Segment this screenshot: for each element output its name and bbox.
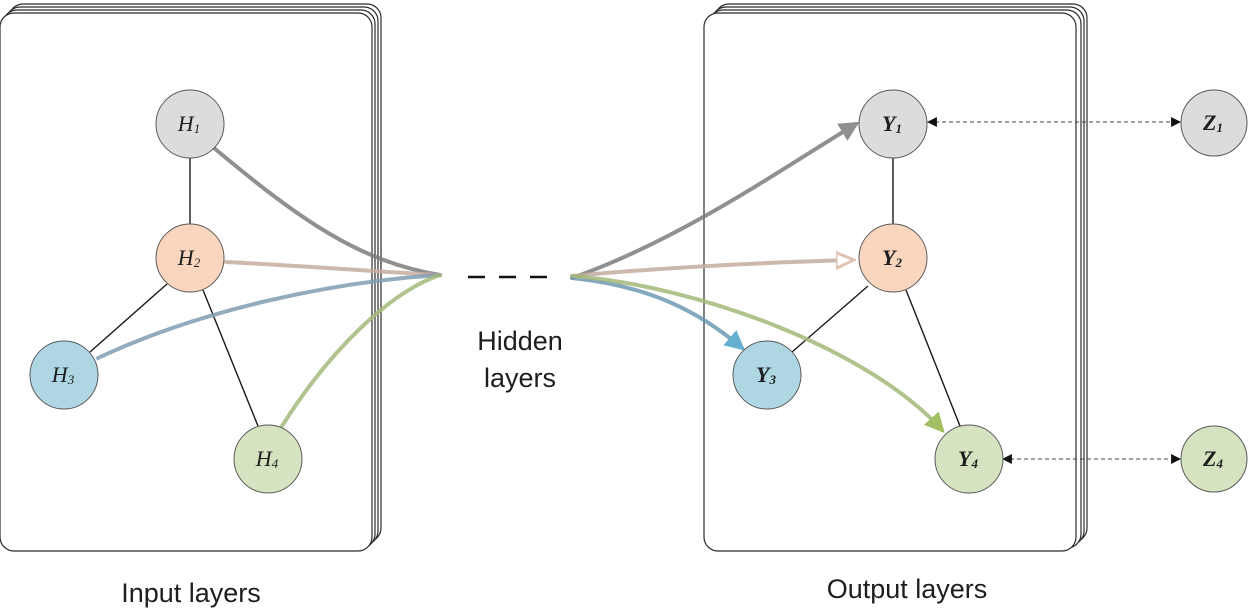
node-h1-circle (155, 89, 225, 159)
node-h4: H4 (233, 424, 303, 494)
hidden-layers-caption-line1: Hidden (477, 326, 563, 356)
input-flows (96, 146, 442, 428)
output-layers-caption: Output layers (827, 574, 988, 604)
side-links (927, 117, 1181, 464)
node-y4: Y4 (934, 424, 1004, 494)
node-h3: H3 (29, 340, 99, 410)
node-y2-label: Y2 (882, 245, 902, 270)
node-y2-circle (858, 223, 928, 293)
node-h2: H2 (155, 223, 225, 293)
flow-hidden-y4 (570, 274, 945, 433)
node-y4-circle (934, 424, 1004, 494)
node-z4: Z4 (1180, 425, 1248, 493)
node-y1: Y1 (858, 89, 928, 159)
hidden-layers-caption-line2: layers (484, 363, 556, 393)
node-z4-circle (1180, 425, 1248, 493)
node-h4-label: H4 (255, 446, 279, 471)
node-h3-label: H3 (51, 362, 75, 387)
output-flows (570, 121, 945, 433)
node-y1-label: Y1 (882, 111, 902, 136)
node-y2: Y2 (858, 223, 928, 293)
flow-h3-hidden (96, 273, 442, 360)
flow-hidden-y1 (570, 121, 860, 280)
input-graph-edges (89, 158, 259, 427)
input-nodes: H1 H2 H3 H4 (29, 89, 303, 494)
input-layers-caption: Input layers (121, 578, 261, 608)
output-nodes: Y1 Y2 Y3 Y4 (732, 89, 1004, 494)
flow-hidden-y2 (570, 260, 852, 278)
flow-hidden-y3 (570, 276, 746, 351)
edge-h2-h3 (89, 283, 168, 353)
edge-h2-h4 (202, 289, 259, 427)
node-h1: H1 (155, 89, 225, 159)
node-h2-label: H2 (177, 245, 201, 270)
side-nodes: Z1 Z4 (1180, 89, 1248, 493)
flow-h1-hidden (212, 146, 442, 277)
node-y3-circle (732, 340, 802, 410)
edge-y2-y3 (791, 285, 869, 353)
node-z1-circle (1180, 89, 1248, 157)
flow-h4-hidden (280, 273, 442, 428)
node-z4-label: Z4 (1202, 446, 1223, 471)
node-y4-label: Y4 (958, 446, 978, 471)
node-z1: Z1 (1180, 89, 1248, 157)
node-h3-circle (29, 340, 99, 410)
node-y1-circle (858, 89, 928, 159)
flow-h2-hidden (224, 260, 442, 277)
node-z1-label: Z1 (1202, 110, 1223, 135)
output-graph-edges (791, 158, 961, 427)
node-y3: Y3 (732, 340, 802, 410)
node-y3-label: Y3 (756, 362, 776, 387)
node-h2-circle (155, 223, 225, 293)
edge-y2-y4 (905, 289, 961, 427)
node-h4-circle (233, 424, 303, 494)
node-h1-label: H1 (177, 111, 200, 136)
